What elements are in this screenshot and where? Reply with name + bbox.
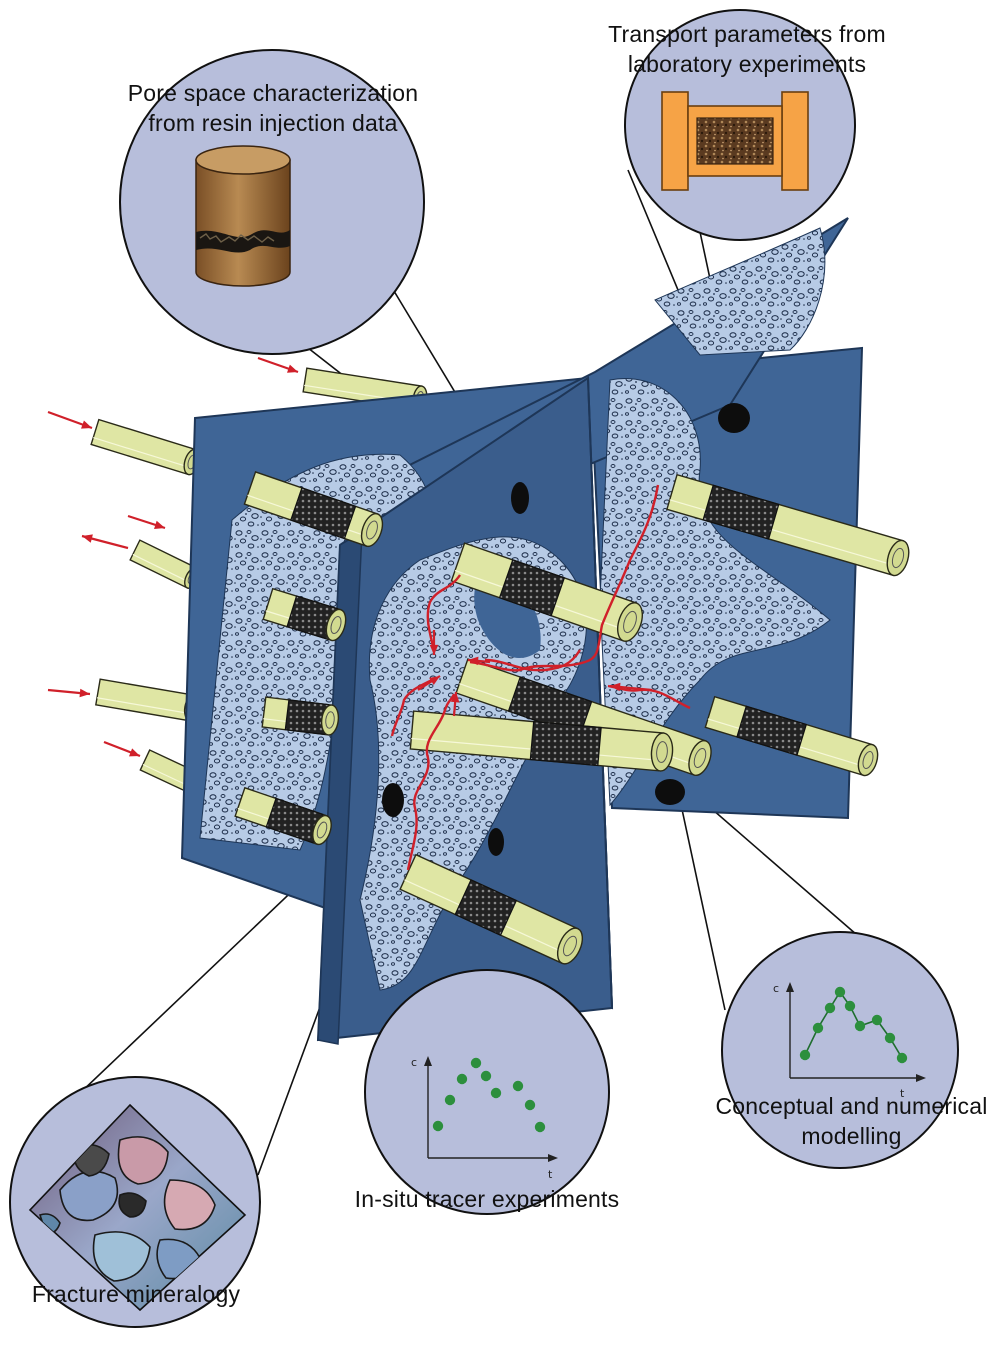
- borehole-10: [399, 853, 584, 965]
- sample-holder-icon: [661, 91, 809, 191]
- sample-spot-transport: [718, 403, 750, 433]
- borehole-1: [243, 471, 384, 548]
- flow-path-2: [484, 649, 582, 672]
- lens-modelling: [721, 931, 959, 1169]
- flow-arrow-c: [450, 691, 460, 717]
- model-x-letter: t: [900, 1087, 905, 1100]
- borehole-4: [234, 786, 332, 846]
- fracture-zone-top: [654, 227, 826, 356]
- tracer-point-4: [470, 1057, 482, 1069]
- sample-spot-mineral: [382, 783, 404, 817]
- tracer-point-2: [444, 1094, 456, 1106]
- sample-spot-pore: [511, 482, 529, 514]
- borehole-5: [666, 473, 910, 577]
- intersection-line: [587, 377, 613, 1009]
- inflow-arrow-2: [127, 514, 166, 530]
- model-point-9: [896, 1052, 908, 1064]
- flow-arrow-e: [429, 630, 439, 655]
- tracer-point-7: [512, 1080, 524, 1092]
- label-conceptual-modelling: Conceptual and numerical modelling: [715, 1093, 988, 1149]
- borehole-7: [704, 695, 879, 777]
- flow-arrow-d: [417, 675, 441, 691]
- label-transport-parameters: Transport parameters from laboratory exp…: [608, 21, 886, 77]
- borehole-6: [450, 542, 643, 642]
- flow-arrow-a: [467, 656, 491, 666]
- inflow-arrow-3: [47, 688, 91, 698]
- model-points: [799, 986, 908, 1064]
- tracer-x-letter: t: [548, 1168, 553, 1181]
- outflow-arrow: [81, 534, 129, 550]
- tracer-point-8: [524, 1099, 536, 1111]
- model-point-2: [812, 1022, 824, 1034]
- flow-arrow-b: [609, 682, 653, 692]
- inflow-arrow-4: [103, 740, 141, 758]
- flow-path-5: [390, 678, 433, 737]
- model-point-1: [799, 1049, 811, 1061]
- flow-path-4: [406, 693, 456, 871]
- tracer-x-arrow: [548, 1154, 558, 1162]
- tracer-point-9: [534, 1121, 546, 1133]
- tracer-point-3: [456, 1073, 468, 1085]
- leader-model-b: [689, 789, 873, 949]
- tracer-point-5: [480, 1070, 492, 1082]
- leader-model-a: [679, 799, 726, 1011]
- inlet-tube-1: [90, 418, 201, 476]
- borehole-9: [409, 710, 674, 772]
- model-point-3: [824, 1002, 836, 1014]
- flow-path-6: [426, 574, 461, 653]
- model-point-4: [834, 986, 846, 998]
- borehole-tubes: [234, 471, 910, 965]
- model-point-5: [844, 1000, 856, 1012]
- sampling-spots: [382, 403, 750, 856]
- flow-path-1: [469, 484, 660, 672]
- tracer-y-letter: c: [411, 1056, 417, 1069]
- sample-spot-model: [655, 779, 685, 805]
- tracer-point-1: [432, 1120, 444, 1132]
- label-pore-space: Pore space characterization from resin i…: [127, 80, 419, 136]
- model-y-letter: c: [773, 982, 779, 995]
- model-chart: c t: [773, 982, 926, 1100]
- tracer-y-arrow: [424, 1056, 432, 1066]
- label-fracture-mineralogy: Fracture mineralogy: [31, 1281, 241, 1307]
- tracer-points: [432, 1057, 546, 1133]
- borehole-2: [262, 587, 347, 642]
- tracer-chart: c t: [411, 1056, 558, 1181]
- model-point-6: [854, 1020, 866, 1032]
- lens-tracer: [364, 969, 610, 1215]
- model-point-8: [884, 1032, 896, 1044]
- flow-paths: [390, 484, 691, 871]
- tracer-point-6: [490, 1087, 502, 1099]
- model-x-arrow: [916, 1074, 926, 1082]
- model-y-arrow: [786, 982, 794, 992]
- model-point-7: [871, 1014, 883, 1026]
- label-insitu-tracer: In-situ tracer experiments: [354, 1186, 620, 1212]
- inflow-arrow-1: [47, 410, 93, 430]
- borehole-3: [261, 696, 340, 736]
- resin-core-icon: [195, 145, 291, 287]
- inflow-arrow-top: [257, 356, 299, 374]
- sample-spot-tracer: [488, 828, 504, 856]
